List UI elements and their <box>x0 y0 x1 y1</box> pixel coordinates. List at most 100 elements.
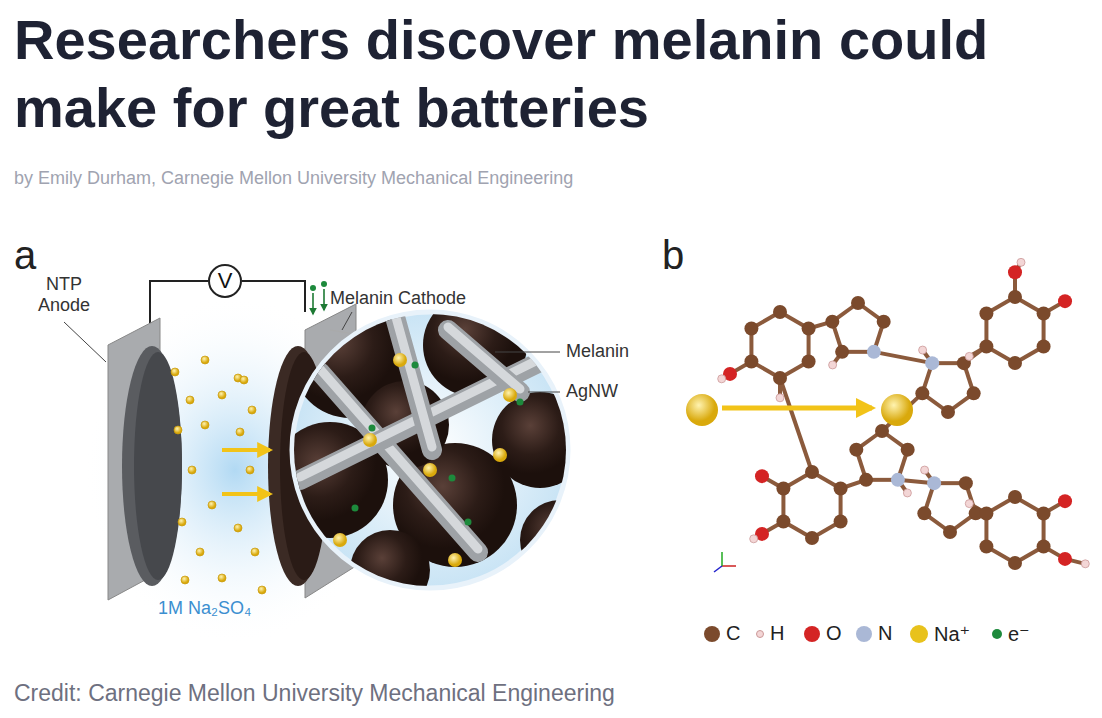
atom <box>1008 265 1022 279</box>
atom <box>1037 340 1051 354</box>
panel-letter: b <box>662 232 684 278</box>
axis <box>722 565 736 567</box>
battery-illustration <box>64 281 600 645</box>
atom <box>1017 258 1025 266</box>
atom <box>802 322 816 336</box>
atom <box>744 355 758 369</box>
byline: by Emily Durham, Carnegie Mellon Univers… <box>14 168 573 189</box>
sodium-ion <box>201 356 209 364</box>
sodium-ion <box>423 463 437 477</box>
atom <box>921 466 929 474</box>
sodium-ion <box>186 396 194 404</box>
legend-label: C <box>726 622 740 645</box>
silver-nanowire-highlight <box>392 303 432 447</box>
electron-arrow <box>312 293 314 314</box>
atom <box>925 356 939 370</box>
sodium-ion <box>251 548 259 556</box>
legend-swatch <box>910 625 928 643</box>
legend-label: e⁻ <box>1008 622 1030 646</box>
ion-flow-arrow <box>722 406 872 411</box>
atom <box>903 489 911 497</box>
legend-item: C <box>704 622 740 645</box>
atom <box>979 540 993 554</box>
anode-disk <box>122 346 182 586</box>
atom <box>979 340 993 354</box>
atom <box>776 394 784 402</box>
atom <box>802 355 816 369</box>
sodium-ion <box>258 586 266 594</box>
electron-arrow <box>323 289 325 310</box>
legend-swatch <box>756 630 764 638</box>
atom <box>959 476 973 490</box>
atom <box>773 371 787 385</box>
electron <box>310 285 316 291</box>
atom <box>919 346 927 354</box>
atom <box>943 525 957 539</box>
legend-swatch <box>804 626 820 642</box>
atom <box>829 361 837 369</box>
melanin-particle <box>492 392 588 488</box>
sodium-ion <box>178 518 186 526</box>
atom <box>849 443 863 457</box>
atom <box>1008 356 1022 370</box>
leader-line <box>342 312 352 330</box>
legend-item: O <box>804 622 842 645</box>
part-label: Melanin <box>566 341 629 362</box>
atom <box>967 386 981 400</box>
atom <box>1008 290 1022 304</box>
atom <box>1081 560 1089 568</box>
atom <box>755 469 769 483</box>
legend-swatch <box>992 629 1002 639</box>
electron <box>412 362 419 369</box>
sodium-ion <box>393 353 407 367</box>
legend-item: Na⁺ <box>910 622 970 646</box>
sodium-ion <box>240 376 248 384</box>
atom <box>1058 552 1072 566</box>
electron <box>517 399 524 406</box>
sodium-ion <box>493 448 507 462</box>
sodium-ion <box>201 421 209 429</box>
atom <box>927 476 941 490</box>
sodium-ion <box>236 428 244 436</box>
atom <box>891 473 905 487</box>
melanin-molecule <box>686 258 1089 572</box>
sodium-ion <box>448 553 462 567</box>
atom <box>750 535 758 543</box>
atom <box>917 506 931 520</box>
sodium-ion <box>218 391 226 399</box>
silver-nanowire-highlight <box>448 327 520 389</box>
part-label: NTP Anode <box>20 274 108 315</box>
sodium-ion <box>246 466 254 474</box>
electron <box>369 425 376 432</box>
atom <box>1037 540 1051 554</box>
sodium-ion <box>188 466 196 474</box>
axis <box>721 552 723 566</box>
sodium-ion <box>208 501 216 509</box>
ion-flow-arrow <box>222 492 270 496</box>
axis <box>714 566 722 572</box>
atom <box>877 315 891 329</box>
atom <box>965 352 973 360</box>
voltmeter-symbol: V <box>218 270 233 292</box>
atom <box>1008 556 1022 570</box>
legend-label: Na⁺ <box>934 622 970 646</box>
leader-line <box>495 352 560 353</box>
atom <box>941 405 955 419</box>
atom <box>834 515 848 529</box>
anode-disk-face <box>134 352 182 580</box>
atom <box>979 307 993 321</box>
magnified-content <box>272 293 600 610</box>
atom <box>835 345 849 359</box>
legend-label: O <box>826 622 842 645</box>
melanin-particle <box>423 293 527 397</box>
part-label: Melanin Cathode <box>330 288 466 309</box>
sodium-ion <box>196 548 204 556</box>
sodium-ion <box>333 533 347 547</box>
atom <box>773 305 787 319</box>
atom <box>1008 490 1022 504</box>
legend-swatch <box>704 626 720 642</box>
sodium-ion <box>171 368 179 376</box>
atom <box>851 296 865 310</box>
atom <box>1037 307 1051 321</box>
legend-swatch <box>856 626 872 642</box>
